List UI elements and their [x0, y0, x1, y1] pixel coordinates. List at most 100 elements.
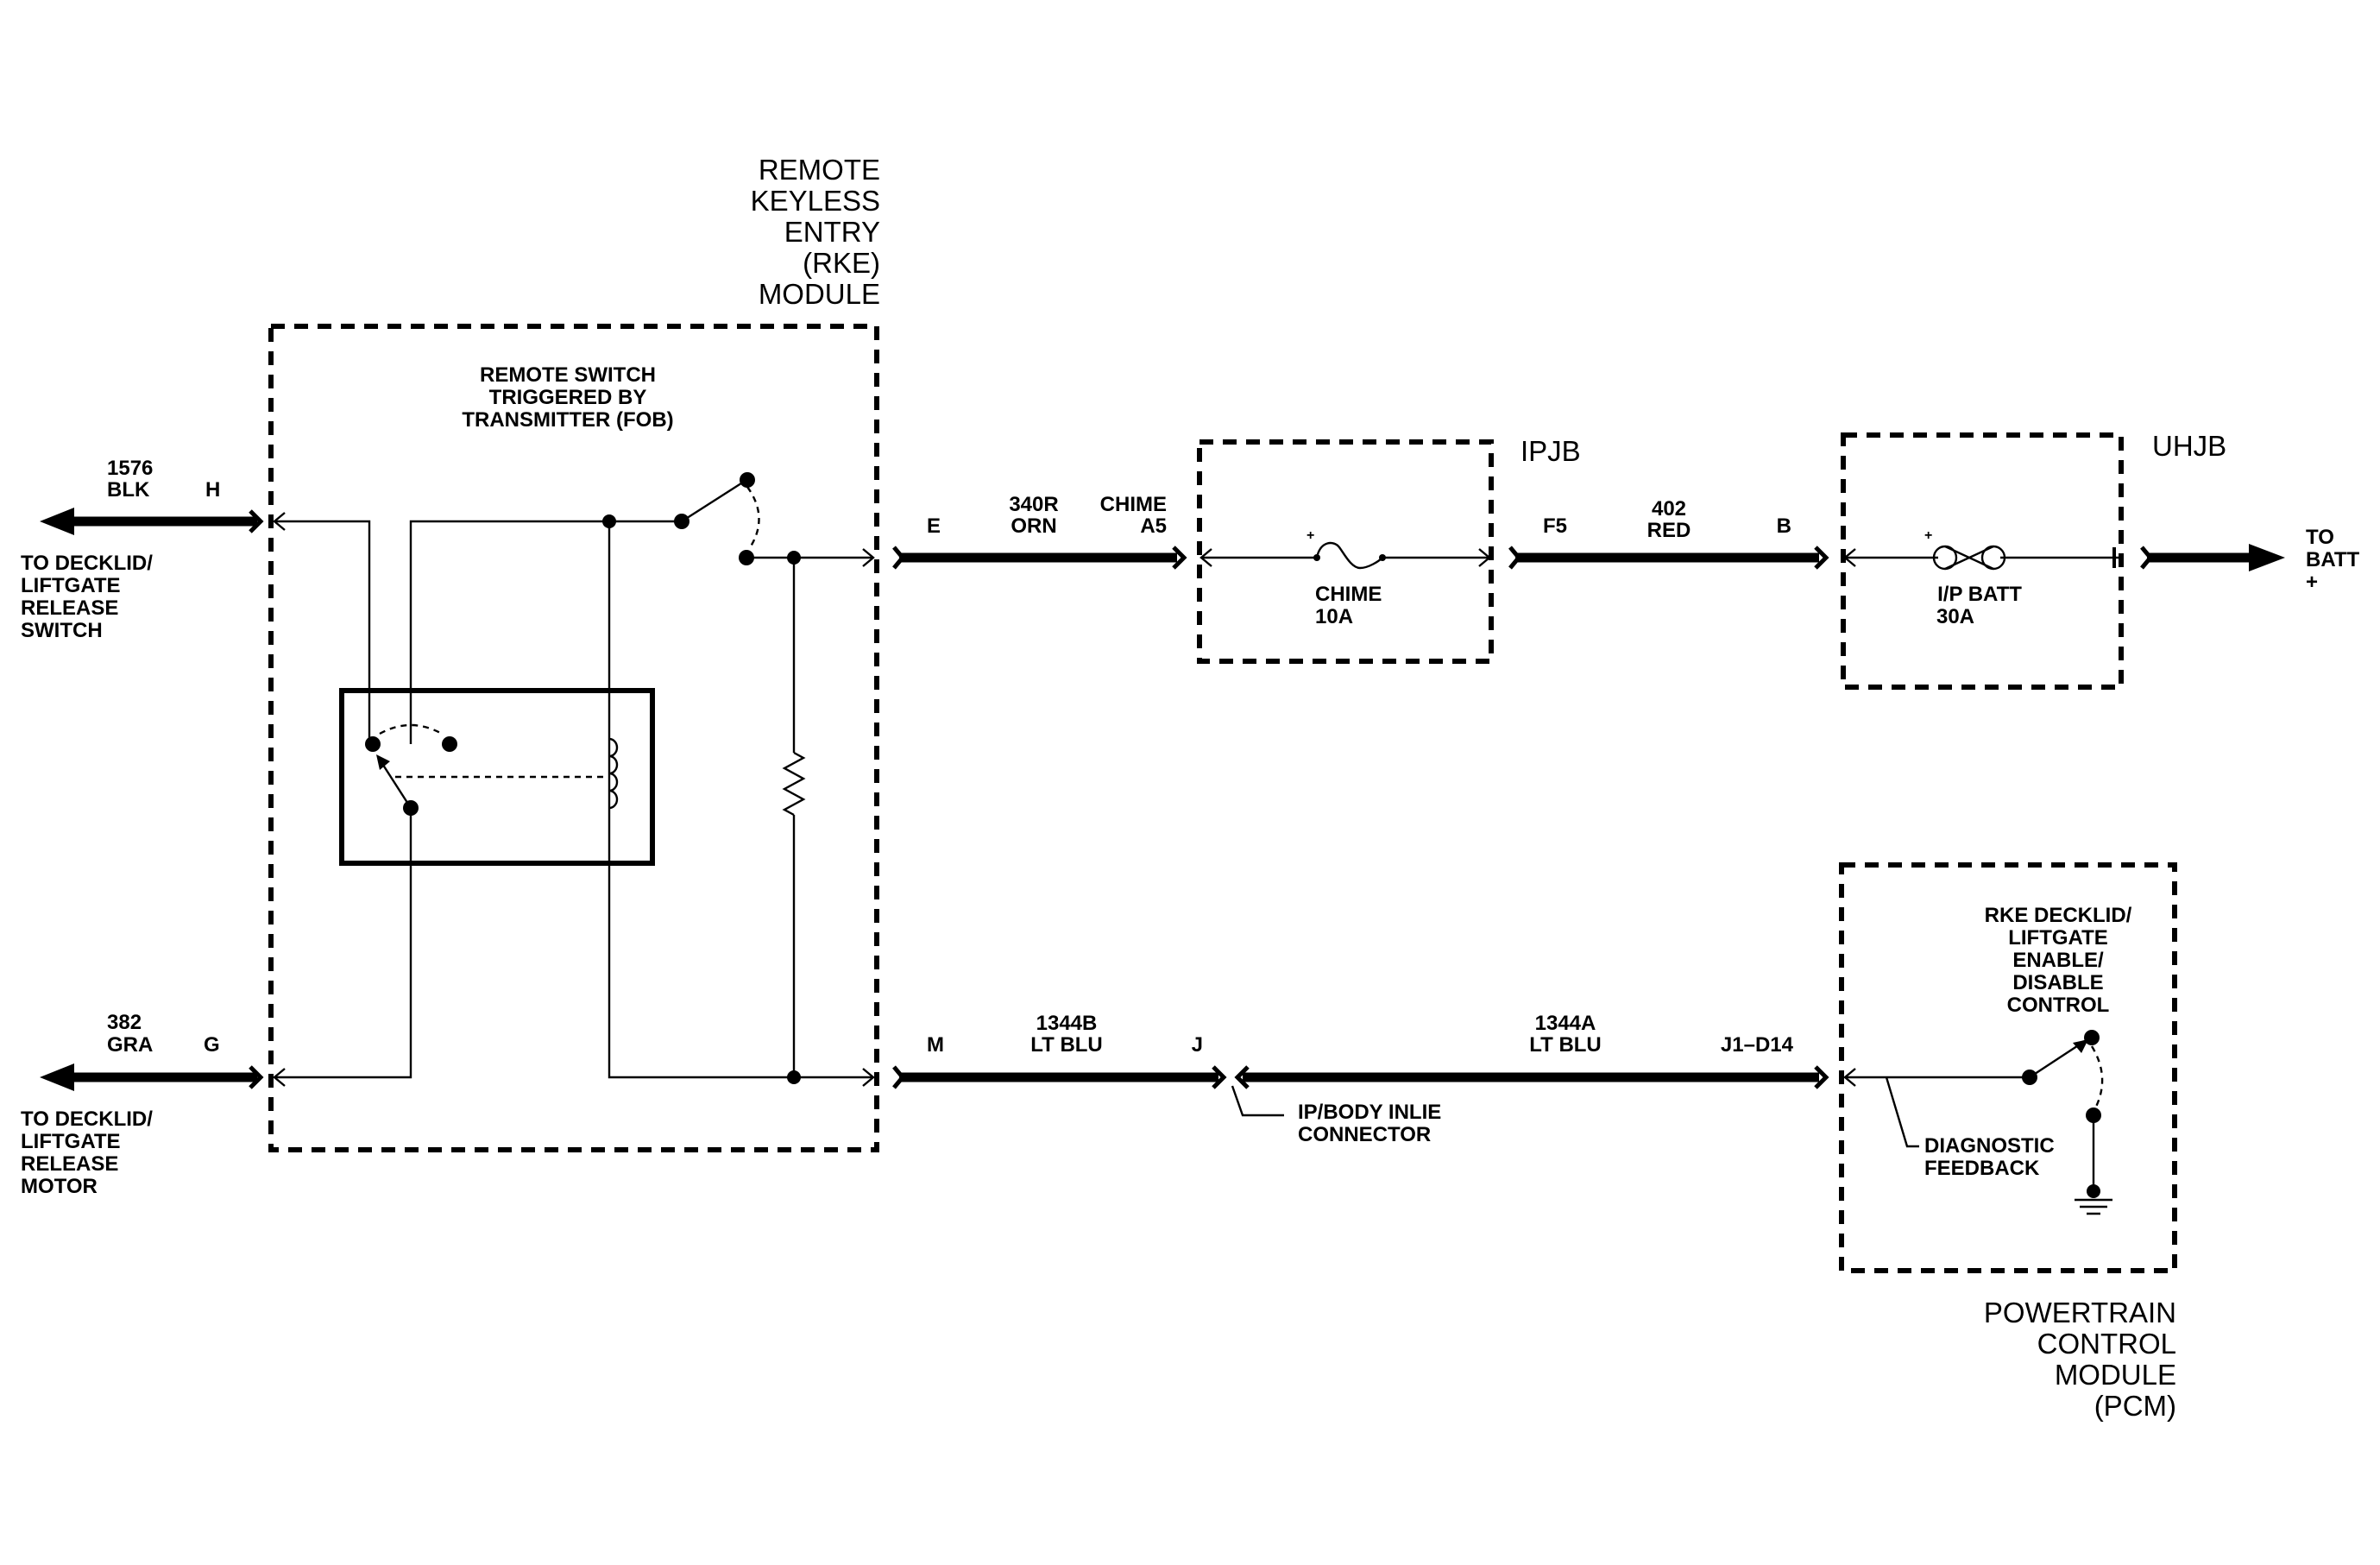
harness-1344a-right-end	[1814, 1065, 1829, 1089]
ipbatt-fuse-rating: 30A	[1936, 605, 1974, 628]
pcm-switch-blade	[2029, 1039, 2086, 1079]
dest-motor-line-2: LIFTGATE	[21, 1130, 121, 1153]
color-gra: GRA	[107, 1033, 153, 1057]
color-red: RED	[1647, 519, 1691, 542]
pcm-control-line-1: RKE DECKLID/	[1985, 904, 2132, 927]
pin-j: J	[1192, 1033, 1203, 1057]
dest-motor-line-3: RELEASE	[21, 1152, 118, 1176]
pin-h-connector	[273, 512, 286, 531]
harness-402-left-end	[1508, 546, 1522, 570]
fob-switch-blade	[681, 480, 745, 523]
chime-fuse-symbol	[1315, 541, 1383, 570]
pcm-control-line-3: ENABLE/	[2012, 949, 2104, 972]
dest-switch-line-4: SWITCH	[21, 619, 103, 642]
chime-fuse-terminal-right	[1379, 554, 1386, 561]
rke-title-line-1: REMOTE	[759, 154, 880, 186]
ipjb-boundary	[1197, 439, 1494, 664]
pcm-boundary	[1839, 862, 2177, 1273]
harness-402-right-end	[1814, 546, 1829, 570]
diagnostic-leader	[1885, 1076, 1919, 1148]
rke-title-line-2: KEYLESS	[751, 185, 880, 217]
pin-m: M	[927, 1033, 944, 1057]
pcm-title-line-4: (PCM)	[2094, 1390, 2176, 1422]
dest-chime: CHIME	[1100, 493, 1167, 516]
inline-connector-leader	[1231, 1085, 1284, 1117]
pcm-title-line-1: POWERTRAIN	[1984, 1297, 2176, 1328]
rke-module-boundary	[268, 324, 879, 1152]
harness-1344a-left-end	[1234, 1065, 1250, 1089]
wire-402: F5 402 RED B	[1508, 497, 1829, 570]
remote-switch-label-3: TRANSMITTER (FOB)	[462, 408, 673, 432]
pcm-control-line-5: CONTROL	[2007, 994, 2110, 1017]
circuit-340r: 340R	[1009, 493, 1058, 516]
color-orn: ORN	[1011, 514, 1056, 538]
circuit-1344b: 1344B	[1036, 1012, 1098, 1035]
ipjb-module: IPJB + CHIME 10A	[1197, 435, 1581, 664]
pcm-switch-arc	[2090, 1045, 2104, 1109]
uhjb-left-connector	[1843, 548, 1856, 567]
pin-j1-d14: J1–D14	[1721, 1033, 1794, 1057]
uhjb-boundary	[1841, 432, 2124, 690]
arrow-to-release-motor	[40, 1063, 74, 1091]
arrow-to-batt	[2249, 544, 2285, 571]
ipbatt-fuse-name: I/P BATT	[1937, 583, 2022, 606]
pin-h: H	[205, 478, 220, 502]
pcm-module: DIAGNOSTIC FEEDBACK RKE DECKLID/ LIFTGAT…	[1839, 862, 2177, 1422]
color-lt-blu-b: LT BLU	[1030, 1033, 1103, 1057]
dest-motor-line-4: MOTOR	[21, 1175, 98, 1198]
pcm-switch-contact	[2084, 1030, 2100, 1045]
harness-to-batt-left-end	[2140, 546, 2154, 570]
remote-switch-label-1: REMOTE SWITCH	[480, 363, 656, 387]
chime-fuse-name: CHIME	[1315, 583, 1382, 606]
pcm-control-line-2: LIFTGATE	[2008, 926, 2108, 950]
ipbatt-fuse-polarity: +	[1924, 528, 1932, 543]
harness-382-end	[249, 1065, 264, 1089]
pin-e: E	[927, 514, 941, 538]
pcm-switch-arrow	[2073, 1039, 2088, 1053]
dest-motor-line-1: TO DECKLID/	[21, 1107, 153, 1131]
relay-contact-arc	[379, 723, 443, 735]
fob-switch-output	[739, 550, 754, 565]
chime-fuse-polarity: +	[1306, 528, 1314, 543]
pin-m-connector	[862, 1068, 875, 1087]
pcm-ground-junction	[2087, 1184, 2100, 1198]
ipjb-right-connector	[1478, 548, 1491, 567]
fob-switch-contact	[740, 472, 755, 488]
diagnostic-line-1: DIAGNOSTIC	[1924, 1134, 2055, 1158]
inline-connector: IP/BODY INLIE CONNECTOR	[1231, 1085, 1441, 1146]
arrow-to-release-switch	[40, 508, 74, 535]
relay-armature	[378, 759, 412, 809]
wire-1344b: M 1344B LT BLU J	[892, 1012, 1227, 1089]
pin-b: B	[1777, 514, 1791, 538]
chime-fuse-terminal-left	[1313, 554, 1320, 561]
color-blk: BLK	[107, 478, 150, 502]
harness-1576-end	[249, 509, 264, 533]
circuit-382: 382	[107, 1011, 142, 1034]
chime-fuse-rating: 10A	[1315, 605, 1353, 628]
harness-340r-left-end	[892, 546, 906, 570]
resistor-symbol	[782, 751, 806, 817]
pin-a5: A5	[1140, 514, 1167, 538]
wire-1344a: 1344A LT BLU J1–D14	[1234, 1012, 1829, 1089]
rke-title-line-4: (RKE)	[803, 247, 880, 279]
fob-switch-arc	[746, 486, 760, 550]
color-lt-blu-a: LT BLU	[1529, 1033, 1602, 1057]
dest-switch-line-2: LIFTGATE	[21, 574, 121, 597]
pin-f5: F5	[1543, 514, 1567, 538]
relay-contact-nc	[365, 736, 381, 752]
junction-bottom	[787, 1070, 801, 1084]
dest-switch-line-1: TO DECKLID/	[21, 552, 153, 575]
ground-icon	[2075, 1198, 2112, 1215]
ipbatt-fuse-cross	[1944, 545, 1994, 571]
ipjb-left-connector	[1199, 548, 1212, 567]
relay-armature-arrow	[376, 754, 390, 770]
uhjb-module: UHJB + I/P BATT 30A	[1841, 430, 2226, 690]
pin-g: G	[204, 1033, 220, 1057]
rke-module: REMOTE KEYLESS ENTRY (RKE) MODULE REMOTE…	[268, 154, 880, 1152]
to-batt-line-3: +	[2306, 571, 2318, 594]
harness-1344b-right-end	[1212, 1065, 1227, 1089]
pcm-title-line-3: MODULE	[2055, 1359, 2176, 1391]
pcm-title-line-2: CONTROL	[2037, 1328, 2176, 1360]
to-batt-line-1: TO	[2306, 526, 2334, 549]
